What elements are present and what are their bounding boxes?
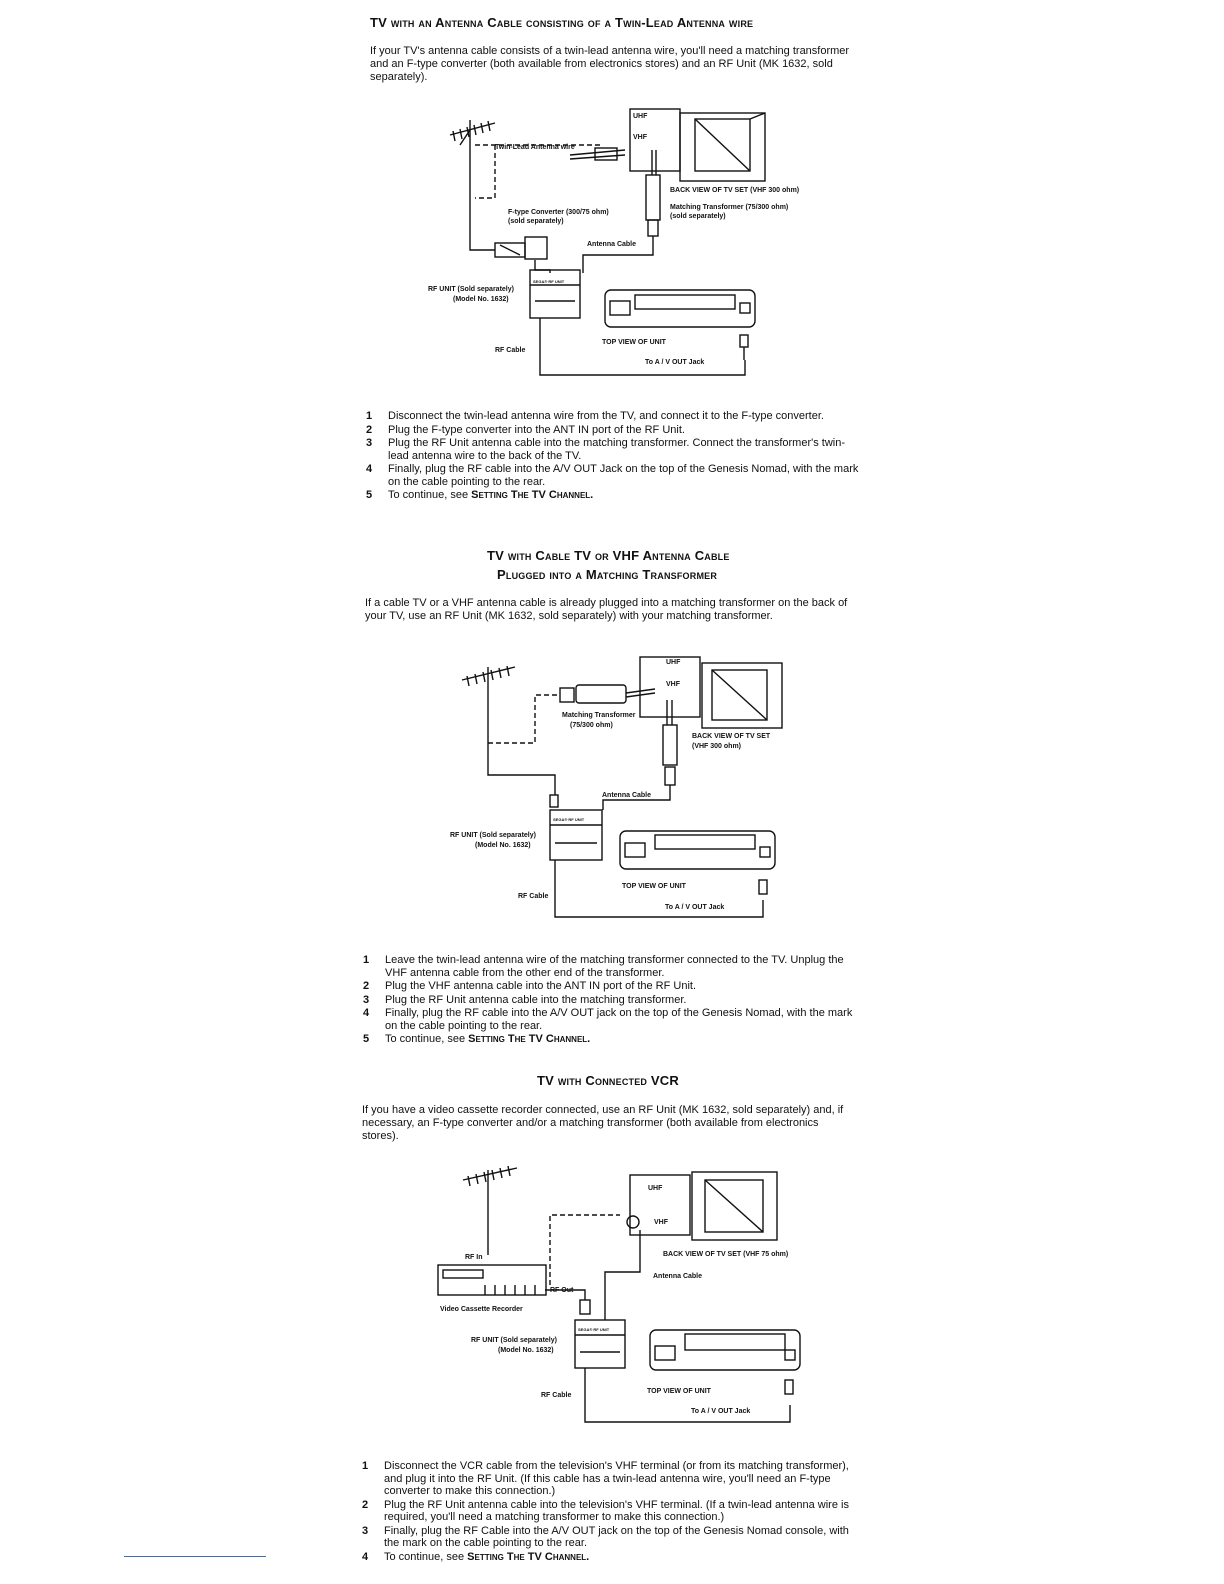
diagram-twin-lead: UHF VHF Twin-Lead Antenna wire BACK VIEW… [428, 108, 799, 376]
back-view-label: BACK VIEW OF TV SET (VHF 300 ohm) [670, 187, 799, 194]
section3-intro: If you have a video cassette recorder co… [362, 1104, 844, 1142]
diagram-matching-transformer: UHF VHF Matching Transformer (75/300 ohm… [450, 656, 783, 918]
section2-subtitle: Plugged into a Matching Transformer [497, 567, 718, 582]
cross-reference-link[interactable]: Setting The TV Channel. [467, 1550, 590, 1563]
av-out-label: To A / V OUT Jack [645, 359, 704, 366]
uhf-label: UHF [648, 1185, 663, 1192]
vhf-label: VHF [666, 681, 681, 688]
top-view-label: TOP VIEW OF UNIT [622, 883, 687, 890]
rf-cable-label: RF Cable [541, 1392, 571, 1399]
diagram-vcr: UHF VHF RF In RF Out Video Cassette Reco… [437, 1165, 801, 1423]
vcr-label: Video Cassette Recorder [440, 1306, 523, 1313]
rf-unit-icon [549, 794, 603, 861]
av-out-label: To A / V OUT Jack [665, 904, 724, 911]
back-view-label: BACK VIEW OF TV SET [692, 733, 771, 740]
cross-reference-link[interactable]: Setting The TV Channel. [471, 489, 594, 501]
antenna-cable-label: Antenna Cable [653, 1273, 702, 1280]
uhf-label: UHF [633, 113, 648, 120]
antenna-icon [461, 665, 516, 745]
footnote-rule [124, 1556, 266, 1557]
ratio-label: (75/300 ohm) [570, 722, 613, 729]
vhf-label: VHF [654, 1219, 669, 1226]
av-out-label: To A / V OUT Jack [691, 1408, 750, 1415]
matching-transformer-label: Matching Transformer (75/300 ohm) [670, 204, 788, 211]
tv-back-icon [626, 1171, 778, 1241]
rf-unit-badge: SEGA® RF UNIT [553, 817, 585, 822]
rf-unit-badge: SEGA® RF UNIT [533, 279, 565, 284]
twin-lead-label: Twin-Lead Antenna wire [495, 144, 575, 151]
antenna-icon [462, 1165, 518, 1255]
sold-separately-label: (sold separately) [508, 218, 564, 225]
rf-unit-icon [574, 1319, 626, 1369]
section2-intro: If a cable TV or a VHF antenna cable is … [365, 597, 848, 622]
section1-intro: If your TV's antenna cable consists of a… [370, 45, 850, 83]
rf-out-label: RF Out [550, 1287, 574, 1294]
nomad-top-view-icon [604, 289, 756, 328]
antenna-cable-label: Antenna Cable [602, 792, 651, 799]
uhf-label: UHF [666, 659, 681, 666]
sold-separately-label: (sold separately) [670, 213, 726, 220]
tv-back-icon [639, 656, 783, 729]
back-view-label: BACK VIEW OF TV SET (VHF 75 ohm) [663, 1251, 788, 1258]
nomad-top-view-icon [649, 1329, 801, 1371]
rf-unit-label: RF UNIT (Sold separately) [471, 1337, 557, 1344]
rf-cable-label: RF Cable [518, 893, 548, 900]
model-label: (Model No. 1632) [475, 842, 531, 849]
matching-transformer-label: Matching Transformer [562, 712, 636, 719]
rf-unit-label: RF UNIT (Sold separately) [428, 286, 514, 293]
f-type-label: F-type Converter (300/75 ohm) [508, 209, 609, 216]
model-label: (Model No. 1632) [498, 1347, 554, 1354]
tv-back-icon [629, 108, 766, 182]
rf-unit-badge: SEGA® RF UNIT [578, 1327, 610, 1332]
top-view-label: TOP VIEW OF UNIT [602, 339, 667, 346]
section2-title: TV with Cable TV or VHF Antenna Cable [487, 548, 730, 563]
cross-reference-link[interactable]: Setting The TV Channel. [468, 1033, 591, 1045]
rf-unit-icon [529, 269, 581, 325]
antenna-icon [449, 120, 496, 200]
top-view-label: TOP VIEW OF UNIT [647, 1388, 712, 1395]
vhf-label: VHF [633, 134, 648, 141]
section1-title: TV with an Antenna Cable consisting of a… [370, 15, 754, 30]
section3-title: TV with Connected VCR [537, 1073, 679, 1088]
model-label: (Model No. 1632) [453, 296, 509, 303]
vcr-icon [437, 1264, 547, 1296]
antenna-cable-label: Antenna Cable [587, 241, 636, 248]
rf-cable-label: RF Cable [495, 347, 525, 354]
vhf300-label: (VHF 300 ohm) [692, 743, 741, 750]
rf-unit-label: RF UNIT (Sold separately) [450, 832, 536, 839]
nomad-top-view-icon [619, 830, 776, 870]
rf-in-label: RF In [465, 1254, 483, 1261]
f-type-converter-icon [494, 236, 548, 260]
